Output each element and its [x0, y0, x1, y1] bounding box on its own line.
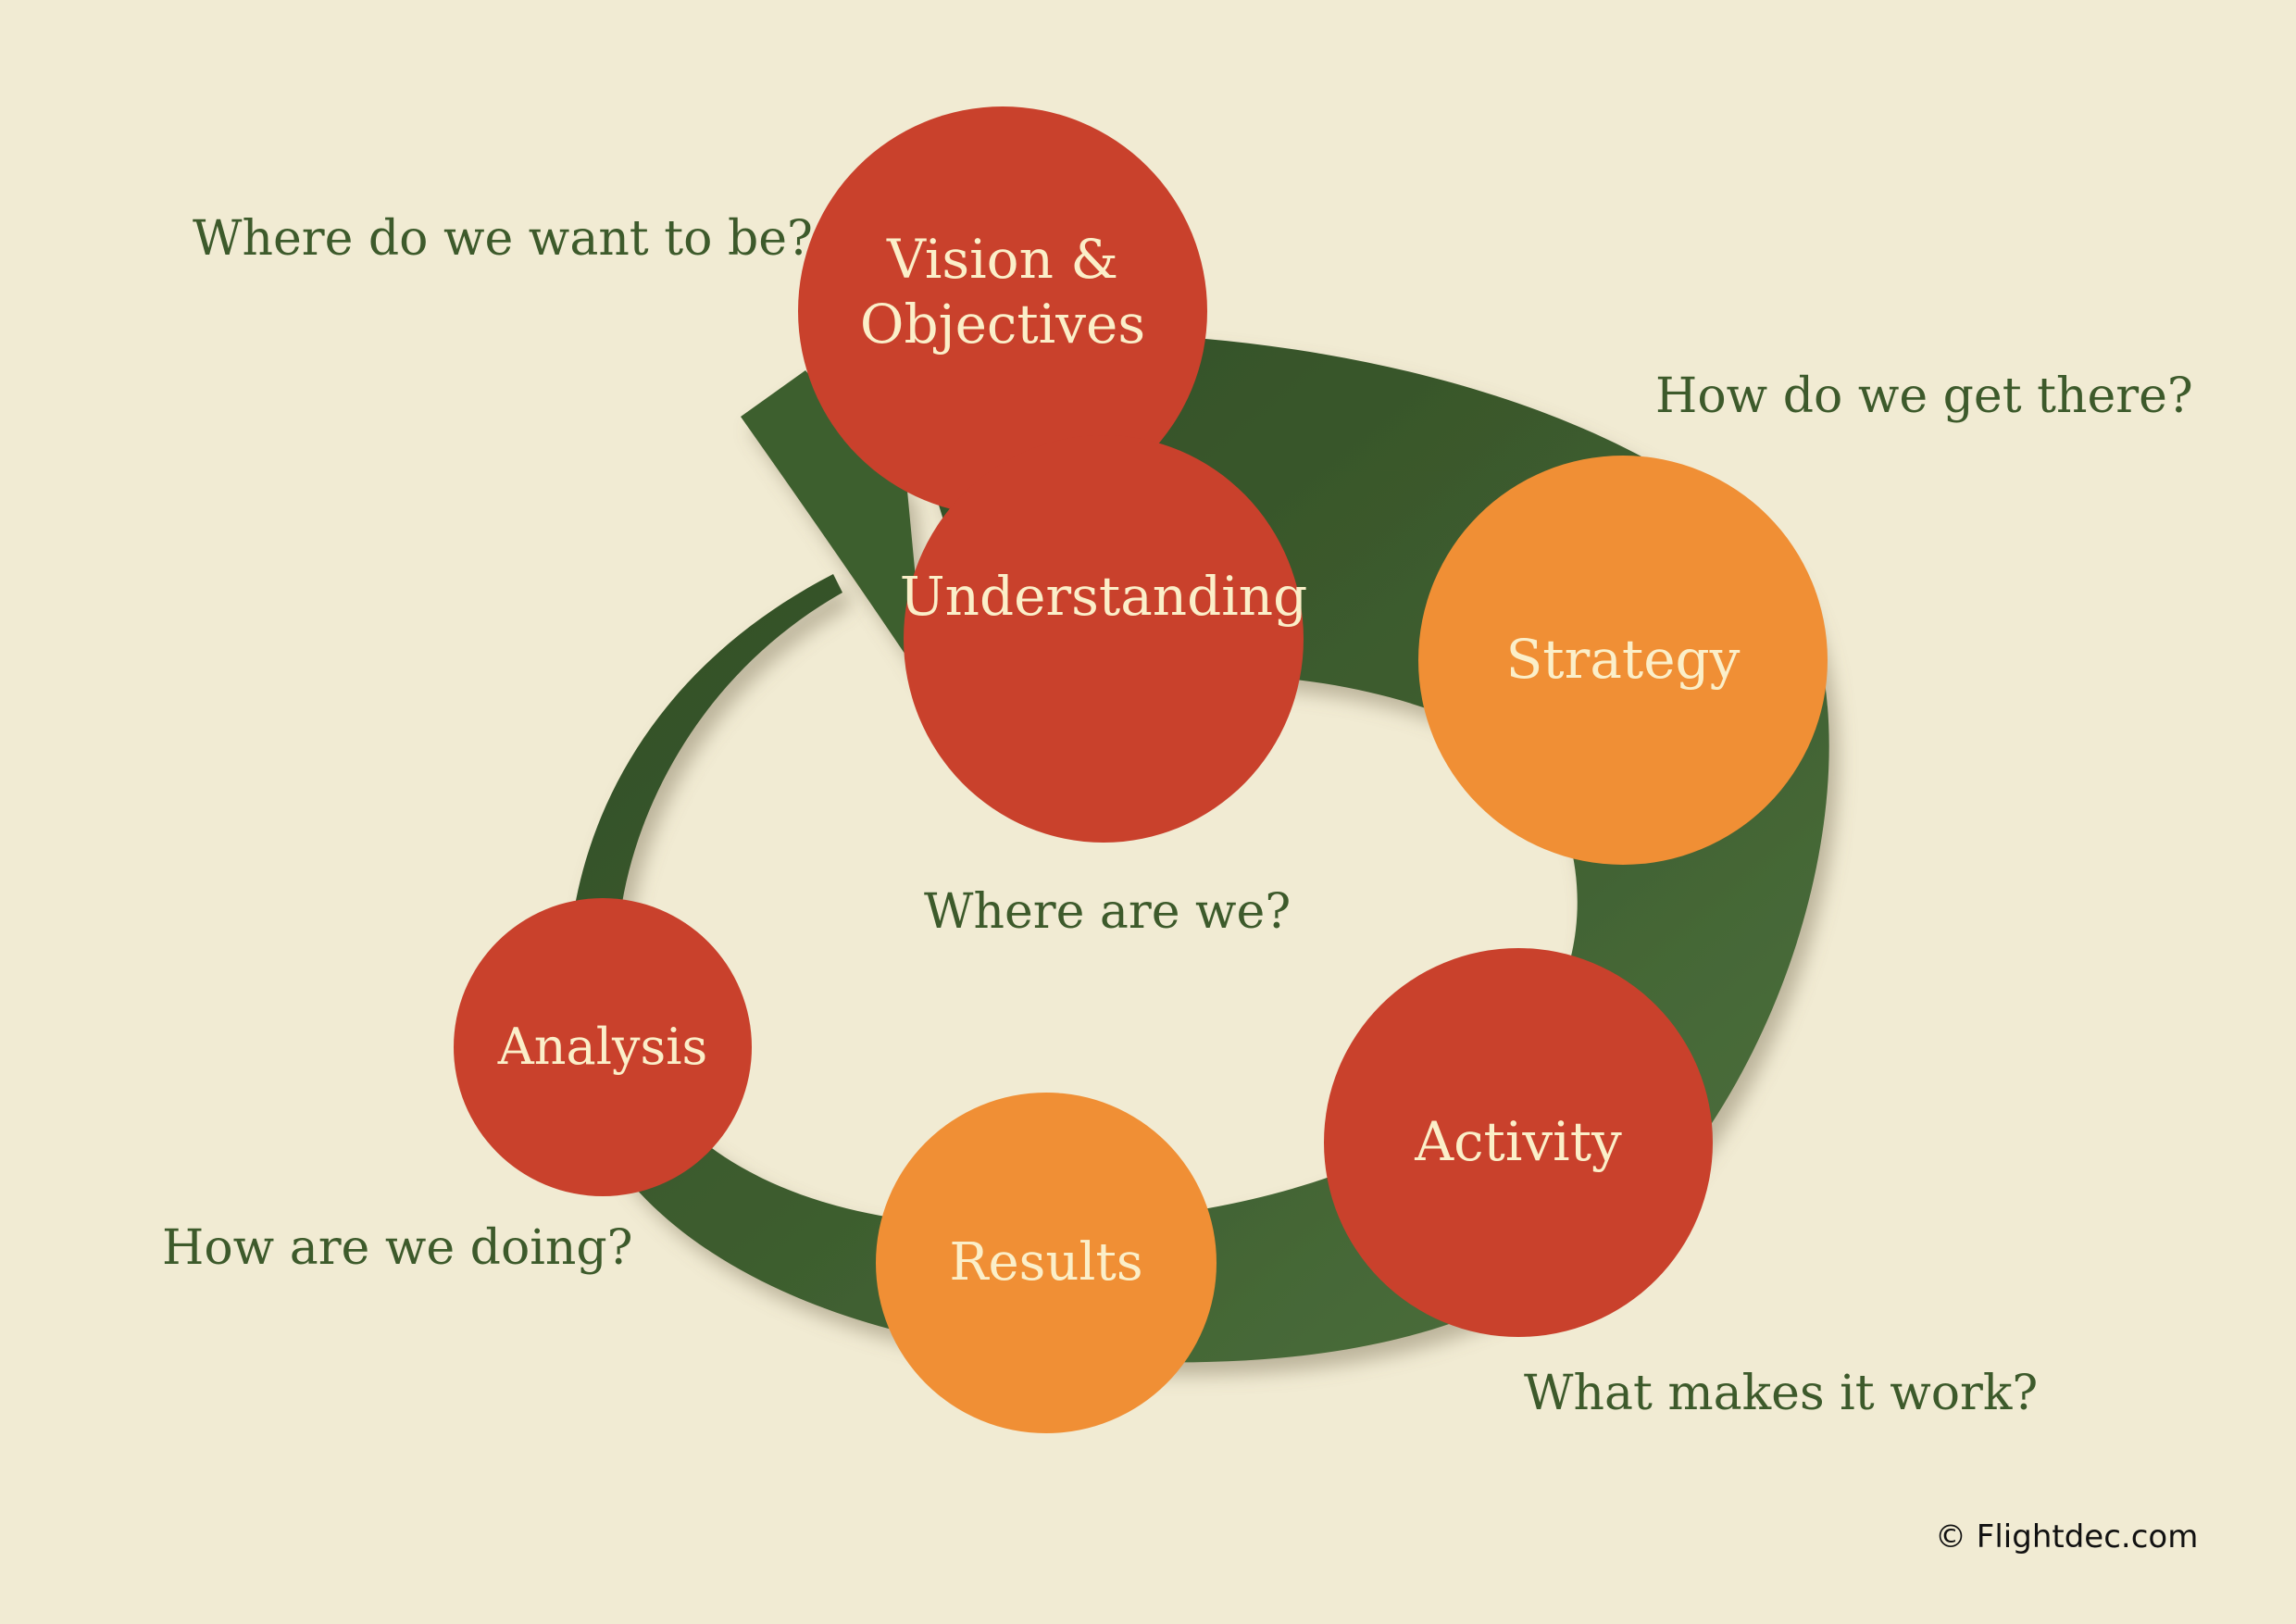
node-understanding: Understanding: [900, 435, 1307, 843]
question-what-makes-it-work: What makes it work?: [1524, 1366, 2039, 1421]
node-strategy-label: Strategy: [1505, 628, 1741, 692]
copyright-notice: © Flightdec.com: [1935, 1518, 2199, 1555]
node-vision-objectives-label: Vision & Objectives: [859, 228, 1146, 356]
node-results-label: Results: [949, 1232, 1143, 1293]
node-analysis-label: Analysis: [497, 1017, 708, 1076]
question-how-are-we-doing: How are we doing?: [162, 1220, 633, 1276]
question-where-want-to-be: Where do we want to be?: [193, 211, 813, 267]
node-results: Results: [876, 1093, 1217, 1433]
ribbon-arrowhead: [741, 370, 926, 685]
node-analysis: Analysis: [454, 898, 752, 1196]
node-strategy: Strategy: [1418, 456, 1828, 865]
question-where-are-we: Where are we?: [924, 884, 1292, 940]
node-understanding-label: Understanding: [899, 565, 1308, 629]
question-how-get-there: How do we get there?: [1655, 369, 2193, 424]
node-activity: Activity: [1324, 948, 1713, 1337]
node-activity-label: Activity: [1415, 1110, 1622, 1174]
